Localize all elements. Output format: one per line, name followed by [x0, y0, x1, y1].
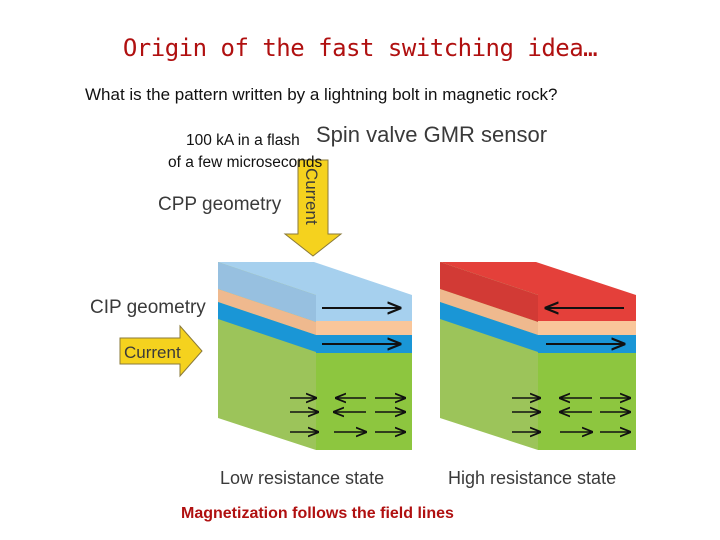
figure-heading: Spin valve GMR sensor	[316, 122, 547, 147]
high-resistance-stack	[440, 262, 636, 450]
current-label-vertical: Current	[302, 168, 321, 225]
annotation-duration: of a few microseconds	[168, 154, 323, 171]
free-layer-top-face	[218, 262, 412, 295]
spacer-layer	[538, 321, 636, 335]
antiferromagnet-arrows	[290, 398, 405, 432]
cip-geometry-label: CIP geometry	[90, 297, 206, 318]
antiferromagnet-arrows	[512, 398, 630, 432]
horizontal-current-arrow: Current	[119, 324, 203, 378]
high-resistance-label: High resistance state	[448, 468, 616, 488]
low-resistance-stack	[218, 262, 412, 450]
vertical-current-arrow: Current	[283, 159, 343, 257]
free-layer-top-face	[440, 262, 636, 295]
slide-title: Origin of the fast switching idea…	[122, 34, 598, 62]
antiferromagnet-layer	[316, 353, 412, 450]
cpp-geometry-label: CPP geometry	[158, 194, 282, 215]
current-label-horizontal: Current	[124, 343, 181, 362]
spacer-layer	[316, 321, 412, 335]
annotation-current-magnitude: 100 kA in a flash	[186, 132, 300, 149]
antiferromagnet-layer	[538, 353, 636, 450]
low-resistance-label: Low resistance state	[220, 468, 384, 488]
slide-subtitle: What is the pattern written by a lightni…	[85, 85, 558, 104]
conclusion-note: Magnetization follows the field lines	[181, 505, 454, 522]
